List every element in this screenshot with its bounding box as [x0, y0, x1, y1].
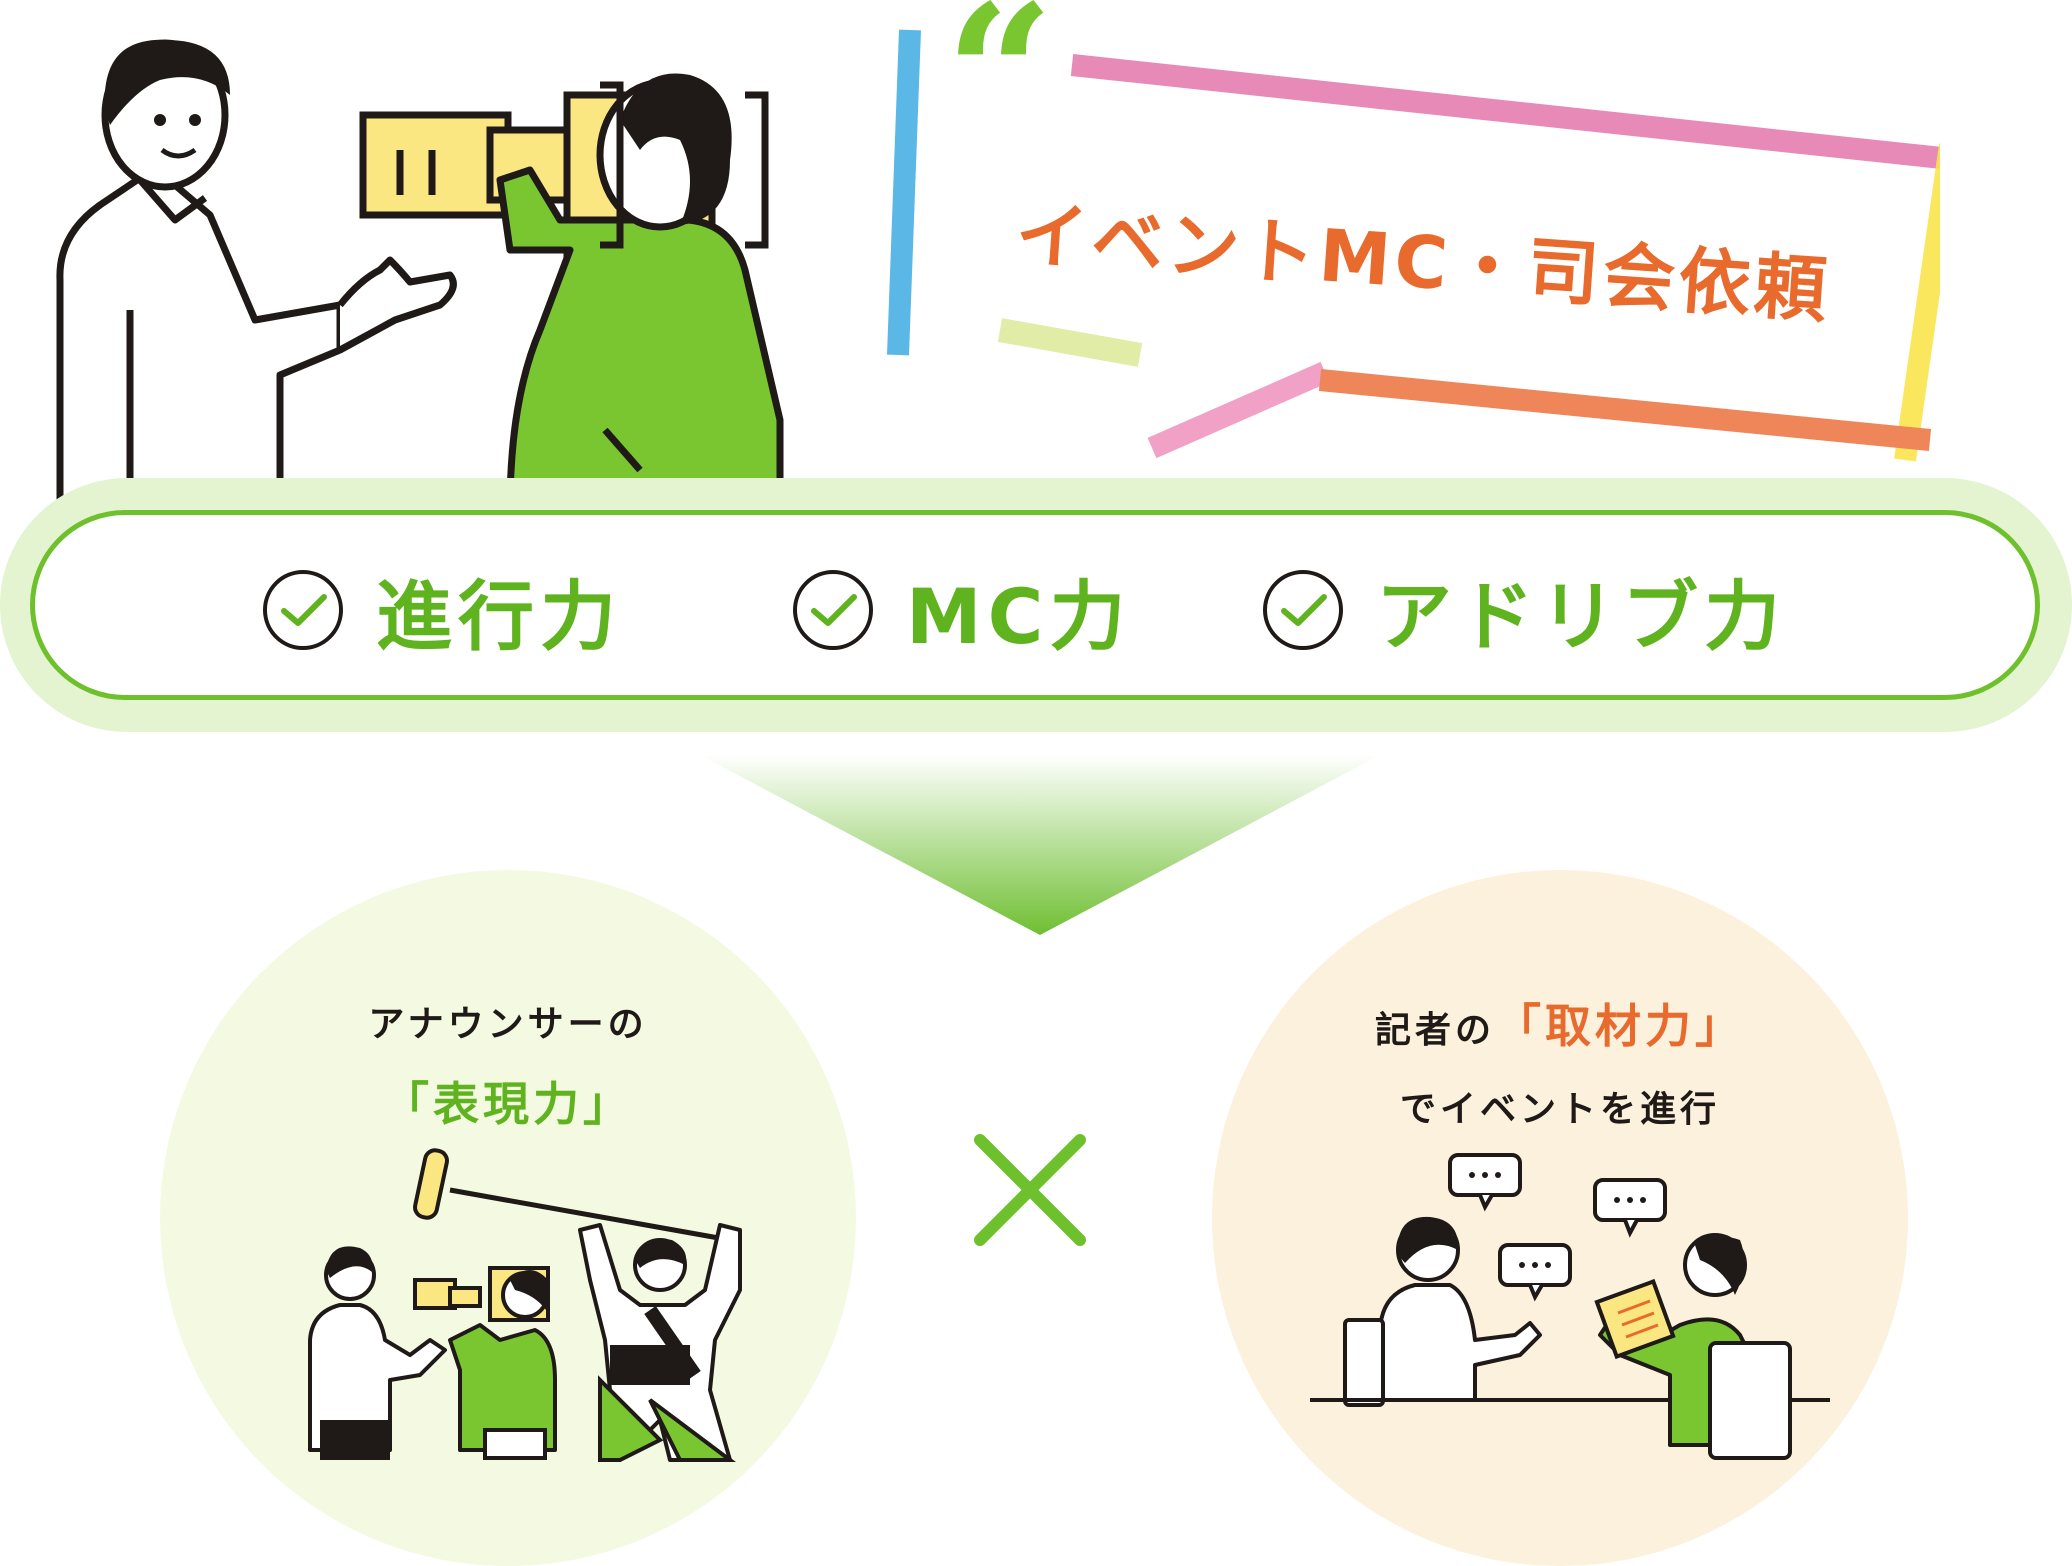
down-arrow-icon — [700, 755, 1380, 935]
title-frame-decoration — [887, 29, 1940, 462]
reporter-highlight: 「取材力」 — [1495, 999, 1745, 1053]
skill-label: MC力 — [906, 572, 1132, 661]
skill-label: アドリブ力 — [1376, 572, 1786, 661]
announcer-highlight: 「表現力」 — [383, 1077, 633, 1131]
announcer-illustration — [308, 1148, 742, 1462]
speech-bubble-icon — [1448, 1153, 1522, 1212]
announcer-line: アナウンサーの — [368, 1004, 648, 1045]
skill-item-adlib: アドリブ力 — [1260, 560, 1786, 661]
reporter-line-1: 記者の「取材力」 — [1212, 990, 1908, 1056]
reporter-prefix: 記者の — [1374, 1010, 1495, 1051]
check-circle-icon — [793, 570, 873, 650]
check-circle-icon — [263, 570, 343, 650]
cross-icon — [974, 1134, 1086, 1246]
quote-mark: “ — [945, 0, 1055, 186]
speech-bubble-icon — [1593, 1178, 1667, 1238]
check-circle-icon — [1263, 570, 1343, 650]
speech-bubble-icon — [1498, 1243, 1572, 1302]
reporter-line-2: でイベントを進行 — [1399, 1089, 1720, 1130]
skill-label: 進行力 — [376, 572, 622, 661]
reporter-illustration — [1310, 1153, 1830, 1460]
skill-item-progress: 進行力 — [260, 560, 622, 661]
skills-pill — [30, 510, 2040, 700]
mc-camera-illustration — [56, 39, 784, 520]
skill-item-mc: MC力 — [790, 560, 1131, 661]
